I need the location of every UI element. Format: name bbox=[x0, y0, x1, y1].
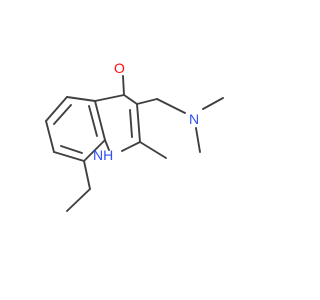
bond-ch2-n bbox=[156, 98, 186, 114]
structure-drawing: O NH N bbox=[45, 60, 224, 212]
bond-c2-n1 bbox=[121, 141, 141, 152]
bond-c7-c8-inner bbox=[60, 145, 83, 154]
bond-c5-c6-inner bbox=[53, 104, 72, 125]
bond-c2-methyl bbox=[139, 141, 167, 159]
bond-c3-c2 bbox=[136, 103, 141, 143]
amine-nitrogen-label: N bbox=[189, 111, 199, 127]
bond-c7-c8 bbox=[53, 151, 85, 162]
bond-c6-c7 bbox=[45, 120, 55, 153]
bond-n1-c8a bbox=[104, 139, 110, 151]
bond-n-me1 bbox=[202, 97, 224, 110]
atom-labels: O NH N bbox=[93, 60, 199, 163]
bond-ethyl-ch3 bbox=[66, 188, 91, 212]
ring-nitrogen-label: NH bbox=[93, 147, 113, 163]
bond-c5-c6 bbox=[45, 96, 68, 122]
bond-c4-o bbox=[122, 75, 125, 96]
bond-c8a-c4a bbox=[94, 100, 106, 141]
bond-c8a-c4a-inner bbox=[88, 105, 98, 137]
bond-c4-c3 bbox=[123, 94, 138, 105]
bond-c4a-c5 bbox=[66, 96, 96, 102]
bond-c8-c8a bbox=[83, 139, 106, 162]
bond-c3-c2-inner bbox=[129, 109, 133, 138]
bond-n-me2 bbox=[195, 127, 201, 153]
bond-c8-ch2 bbox=[83, 160, 91, 190]
bonds bbox=[45, 75, 224, 212]
bond-c3-ch2 bbox=[136, 98, 158, 105]
bond-c4a-c4 bbox=[94, 94, 125, 102]
molecule-canvas: O NH N bbox=[45, 60, 224, 212]
oxygen-label: O bbox=[114, 60, 125, 76]
